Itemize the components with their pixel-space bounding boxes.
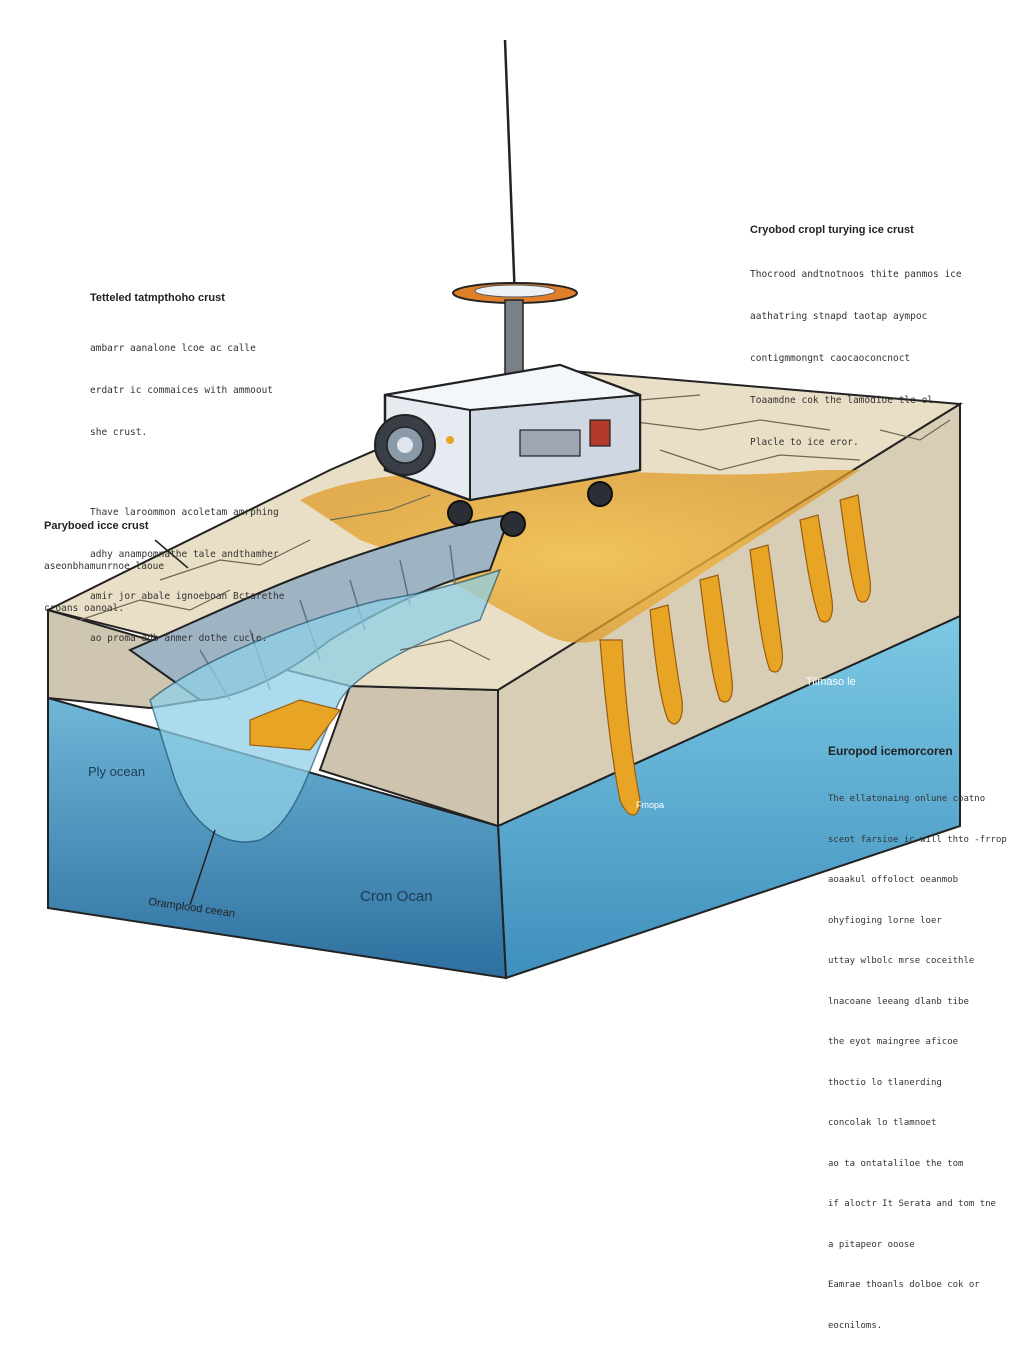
- tiamasle-label: Tilmaso le: [806, 676, 856, 688]
- cryobod-label: Cryobod cropl turying ice crust Thocrood…: [750, 224, 1000, 478]
- tethered-para2: Thave laroommon acoletam amrphing adhy a…: [90, 507, 285, 644]
- tethered-title: Tetteled tatmpthoho crust: [90, 292, 225, 304]
- europa-ice-crust-diagram: [45, 39, 964, 980]
- tethered-label: Tetteled tatmpthoho crust ambarr aanalon…: [90, 292, 310, 674]
- payload-body: aseonbhamunrnoe laoue croans oanoal.: [44, 561, 165, 614]
- melt-drips: [599, 494, 871, 816]
- cron-ocan-label: Cron Ocan: [360, 888, 433, 905]
- rover: [374, 39, 642, 537]
- fmopa-label: Fmopa: [636, 800, 665, 810]
- block-front-ocean-face: [47, 696, 508, 980]
- ice-cracks: [79, 389, 951, 661]
- payload-label: Paryboed icce crust aseonbhamunrnoe laou…: [44, 520, 244, 644]
- europod-label: Europod icemorcoren The ellatonaing onlu…: [828, 744, 1018, 1360]
- crevasse-melt-pool: [249, 699, 342, 751]
- oramplood-callout-line: [189, 829, 216, 906]
- payload-callout-line: [154, 539, 189, 569]
- tethered-para1: ambarr aanalone lcoe ac calle erdatr ic …: [90, 343, 274, 438]
- europod-title: Europod icemorcoren: [828, 744, 953, 758]
- payload-title: Paryboed icce crust: [44, 520, 149, 532]
- melt-zone: [300, 470, 860, 643]
- cryobod-body: Thocrood andtnotnoos thite panmos ice aa…: [750, 269, 962, 448]
- europod-body: The ellatonaing onlune coatno sceot fars…: [828, 794, 1007, 1331]
- cryobod-title: Cryobod cropl turying ice crust: [750, 224, 914, 236]
- ply-ocean-label: Ply ocean: [88, 764, 146, 779]
